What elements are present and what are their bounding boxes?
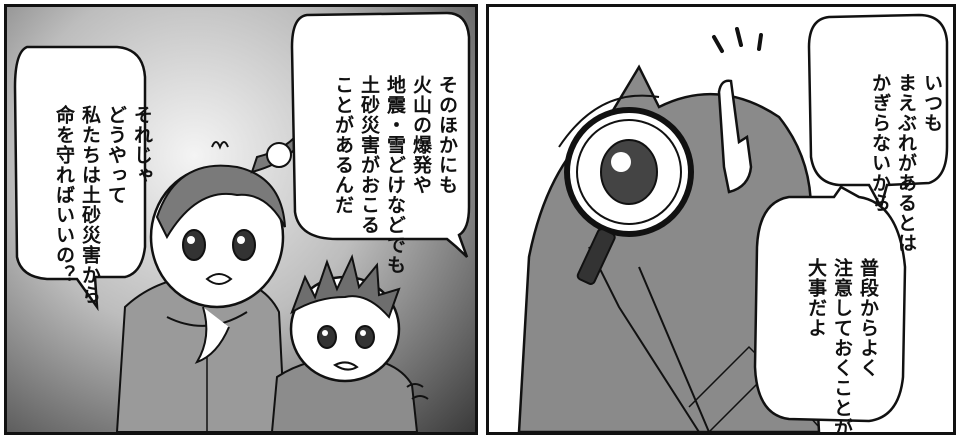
magnifying-glass	[564, 107, 694, 285]
sweat-mark	[211, 141, 229, 150]
pointing-hand	[717, 79, 753, 194]
bubble-line: 火山の爆発や	[410, 74, 432, 195]
speech-bubble-top-right	[290, 11, 471, 258]
bubble-line: それじゃ	[131, 104, 153, 185]
girl-figure	[115, 116, 308, 432]
bubble-line: まえぶれがあるとは	[895, 72, 917, 253]
bubble-line: ことがあるんだ	[332, 74, 354, 215]
speech-bubble-top	[807, 13, 949, 211]
emphasis-lines	[712, 27, 763, 53]
panel-right: いつも まえぶれがあるとは かぎらないから 普段からよく 注意しておくことが 大…	[486, 4, 956, 435]
panel-left: そのほかにも 火山の爆発や 地震・雪どけなどでも 土砂災害がおこる ことがあるん…	[4, 4, 478, 435]
bubble-text-left: それじゃ どうやって 私たちは土砂災害から 命を守ればいいの？	[25, 59, 181, 305]
speech-bubble-left	[13, 45, 147, 312]
bubble-text-top: いつも まえぶれがあるとは かぎらないから	[841, 27, 953, 253]
bubble-line: どうやって	[105, 104, 127, 205]
speech-bubble-bottom	[753, 185, 907, 423]
motion-lines	[406, 383, 424, 388]
bubble-line: いつも	[921, 72, 943, 133]
bubble-line: 普段からよく	[857, 257, 879, 378]
bubble-line: そのほかにも	[436, 74, 458, 195]
panel-left-art	[13, 11, 471, 432]
bubble-line: 大事だよ	[805, 257, 827, 338]
panel-right-art	[517, 13, 949, 432]
boy-figure	[270, 253, 419, 432]
bubble-line: 私たちは土砂災害から	[79, 104, 101, 305]
bubble-line: 注意しておくことが	[831, 257, 853, 435]
bubble-text-top-right: そのほかにも 火山の爆発や 地震・雪どけなどでも 土砂災害がおこる ことがあるん…	[304, 29, 475, 275]
bubble-line: 地震・雪どけなどでも	[384, 74, 406, 275]
bubble-line: 命を守ればいいの？	[53, 104, 75, 285]
bubble-line: かぎらないから	[869, 72, 891, 213]
bubble-line: 土砂災害がおこる	[358, 74, 380, 235]
bubble-text-bottom: 普段からよく 注意しておくことが 大事だよ	[777, 212, 907, 432]
